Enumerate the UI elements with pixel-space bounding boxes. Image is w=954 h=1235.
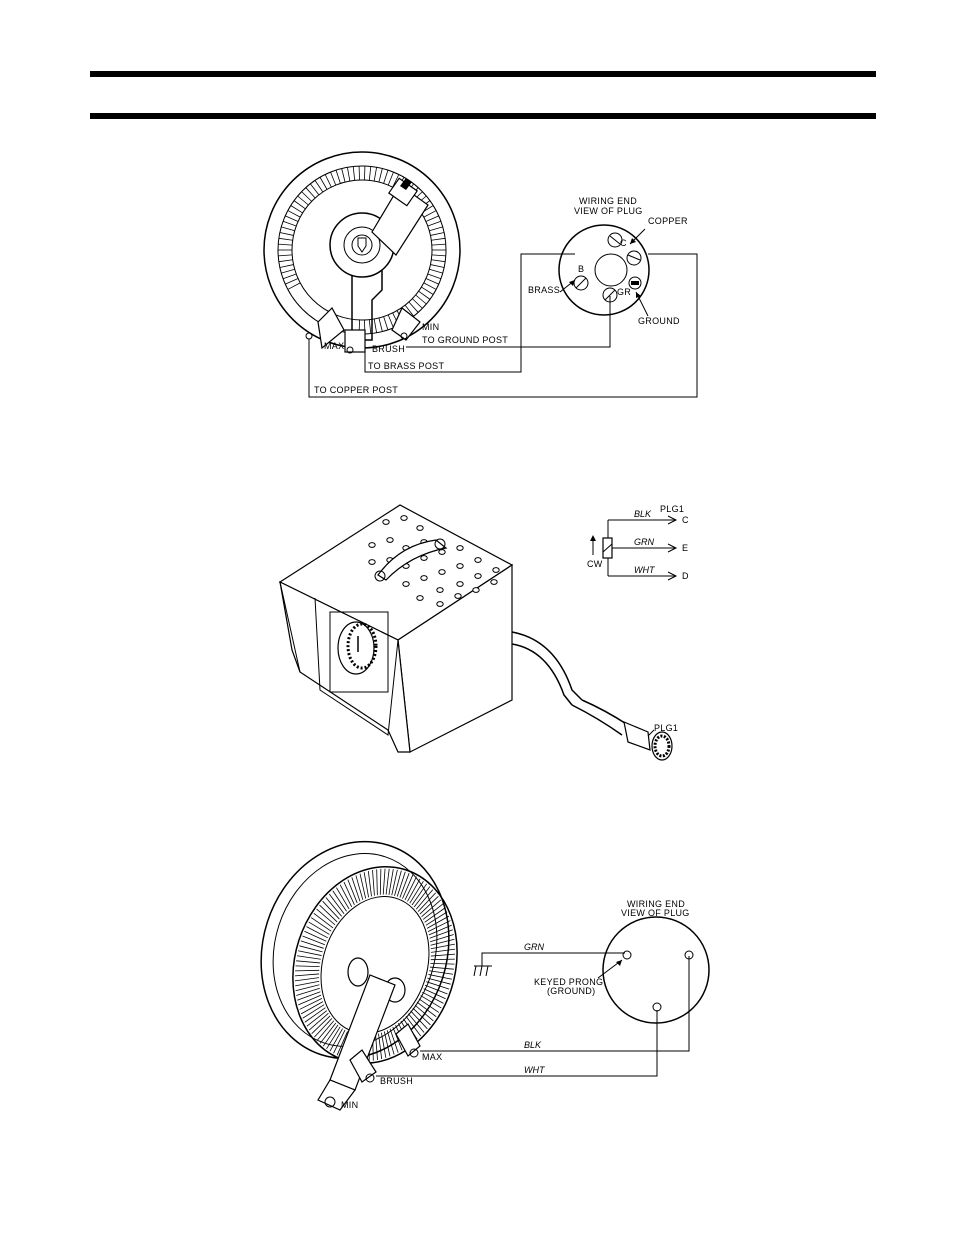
- max-label: MAX: [422, 1052, 442, 1062]
- schematic: [590, 516, 676, 580]
- wire-grn-label: GRN: [634, 537, 655, 547]
- pin-d-label: D: [682, 571, 689, 581]
- schematic-plug-label: PLG1: [660, 504, 684, 514]
- rheostat-perspective-view: [234, 817, 482, 1110]
- wire-blk-label: BLK: [634, 509, 652, 519]
- wire-blk-label: BLK: [524, 1040, 542, 1050]
- brass-label: BRASS: [528, 285, 560, 295]
- wire-grn-label: GRN: [524, 942, 545, 952]
- max-label: MAX: [324, 341, 344, 351]
- min-terminal: [392, 308, 420, 340]
- pin-c-label: C: [620, 238, 627, 248]
- ground-label: GROUND: [638, 316, 680, 326]
- pin-c-label: C: [682, 515, 689, 525]
- plug-title-line1: WIRING END: [579, 196, 637, 206]
- brush-label: BRUSH: [372, 344, 405, 354]
- pin-e-label: E: [682, 543, 688, 553]
- cable: [512, 632, 628, 735]
- min-label: MIN: [341, 1100, 358, 1110]
- rheostat-housing: [280, 505, 512, 752]
- resistor-winding: [278, 166, 446, 334]
- plug-title-line2: VIEW OF PLUG: [574, 206, 643, 216]
- pin-b-label: B: [578, 264, 584, 274]
- wire-wht-label: WHT: [524, 1065, 546, 1075]
- bottom-plug-end-view: [603, 917, 709, 1023]
- copper-label: COPPER: [648, 216, 688, 226]
- top-plug-end-view: [559, 225, 649, 316]
- plug-label: PLG1: [654, 723, 678, 733]
- pin-gr-label: GR: [617, 287, 631, 297]
- to-ground-post-label: TO GROUND POST: [422, 335, 508, 345]
- brush-label: BRUSH: [380, 1076, 413, 1086]
- to-copper-post-label: TO COPPER POST: [314, 385, 398, 395]
- wire-wht-label: WHT: [634, 565, 656, 575]
- min-label: MIN: [422, 322, 439, 332]
- cw-label: CW: [587, 559, 603, 569]
- plug-title-line2: VIEW OF PLUG: [621, 908, 690, 918]
- keyed-prong-ground-label: (GROUND): [547, 986, 595, 996]
- brush-terminal: [345, 330, 365, 352]
- max-terminal: [396, 1024, 420, 1056]
- to-brass-post-label: TO BRASS POST: [368, 361, 444, 371]
